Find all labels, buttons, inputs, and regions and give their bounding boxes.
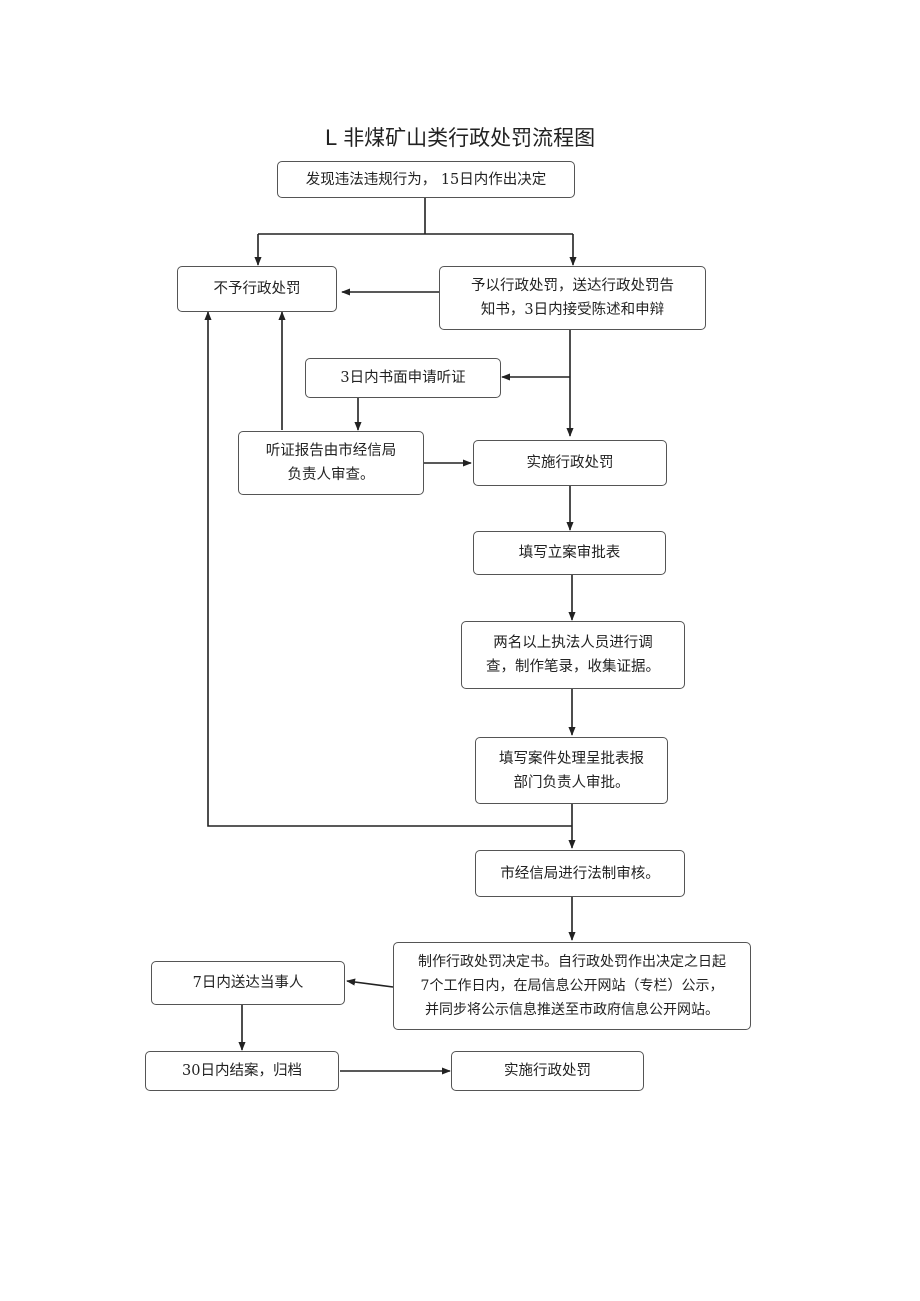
- node-legal-review: 市经信局进行法制审核。: [475, 850, 685, 897]
- node-no-penalty: 不予行政处罚: [177, 266, 337, 312]
- node-implement-penalty-final: 实施行政处罚: [451, 1051, 644, 1091]
- node-deliver-party: 7日内送达当事人: [151, 961, 345, 1005]
- node-hearing-report: 听证报告由市经信局 负责人审查。: [238, 431, 424, 495]
- node-close-archive: 30日内结案，归档: [145, 1051, 339, 1091]
- edge-decision-to-deliver: [346, 978, 394, 988]
- edge-approve-to-no-penalty: [204, 311, 572, 827]
- node-case-approval: 填写案件处理呈批表报 部门负责人审批。: [475, 737, 668, 804]
- node-register-approval-form: 填写立案审批表: [473, 531, 666, 575]
- node-penalty-notice: 予以行政处罚，送达行政处罚告 知书，3日内接受陈述和申辩: [439, 266, 706, 330]
- diagram-title: L 非煤矿山类行政处罚流程图: [324, 126, 596, 150]
- node-hearing-request: 3日内书面申请听证: [305, 358, 501, 398]
- node-investigation: 两名以上执法人员进行调 查，制作笔录，收集证据。: [461, 621, 685, 689]
- node-penalty-decision: 制作行政处罚决定书。自行政处罚作出决定之日起 7个工作日内，在局信息公开网站（专…: [393, 942, 751, 1030]
- node-implement-penalty: 实施行政处罚: [473, 440, 667, 486]
- node-discover-violation: 发现违法违规行为， 15日内作出决定: [277, 161, 575, 198]
